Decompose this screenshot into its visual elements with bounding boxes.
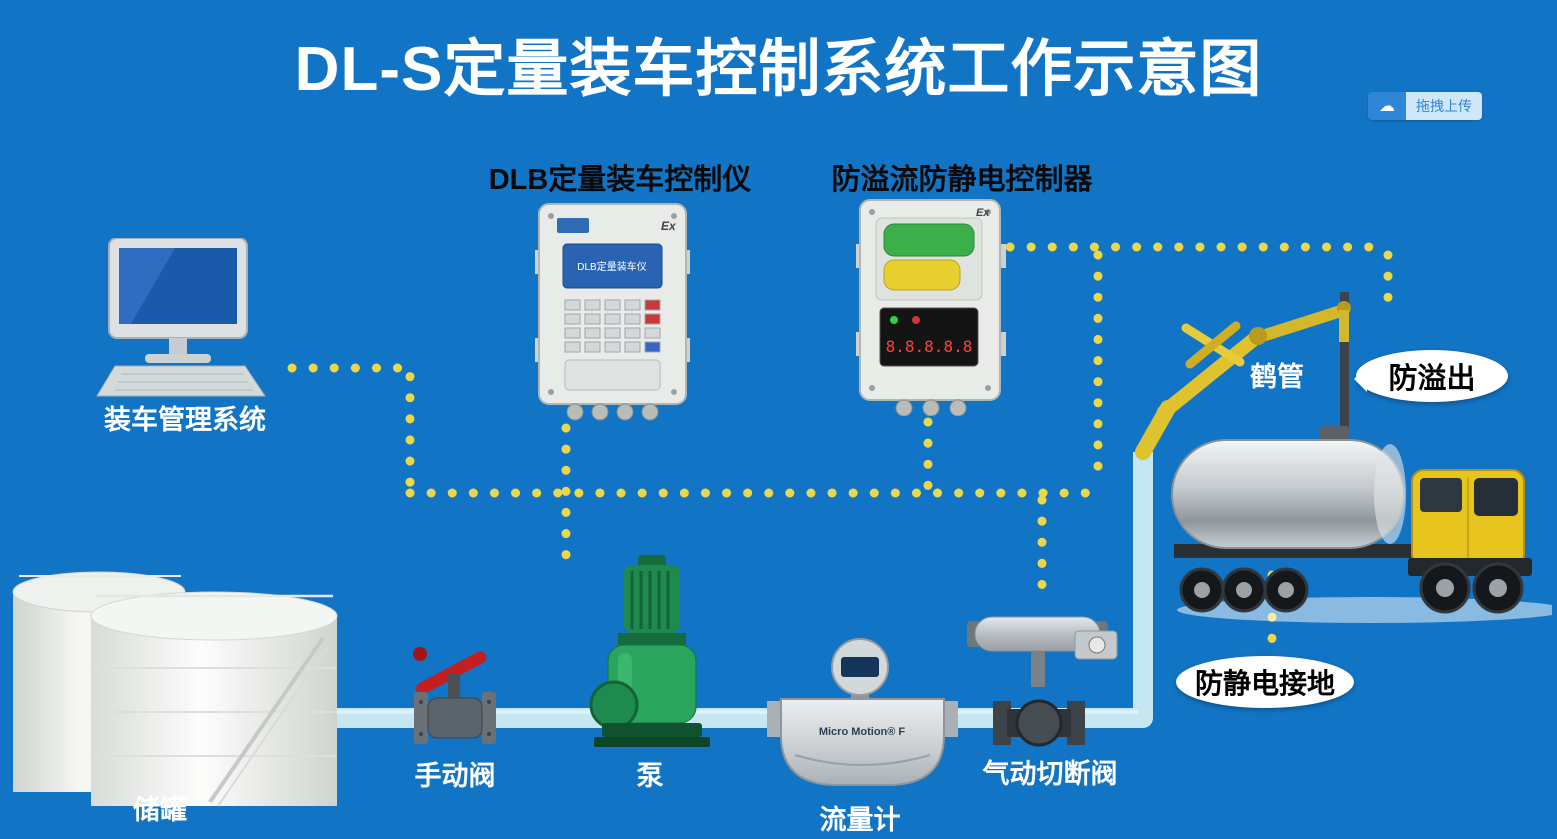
positioner-dial	[1088, 636, 1106, 654]
upload-badge-label: 拖拽上传	[1406, 92, 1482, 120]
transmitter-display	[841, 657, 879, 677]
red-led	[912, 316, 920, 324]
pump-base	[602, 723, 702, 737]
flange-left	[767, 701, 783, 737]
monitor-base	[145, 354, 211, 363]
green-button[interactable]	[883, 223, 975, 257]
tank-front-roof	[90, 591, 338, 641]
windshield	[1474, 478, 1518, 516]
terminal-cover	[564, 359, 661, 391]
trailer-tank	[1171, 439, 1405, 549]
flange-left	[993, 701, 1011, 745]
motor	[624, 565, 680, 633]
storage-tanks	[5, 550, 350, 810]
keyboard	[96, 365, 266, 397]
label-storage-tank: 储罐	[133, 795, 187, 825]
label-flow-meter: 流量计	[819, 805, 901, 835]
label-loading-arm: 鹤管	[1250, 362, 1304, 392]
valve-stem	[1031, 651, 1045, 687]
green-led	[890, 316, 898, 324]
tank-truck	[1162, 418, 1552, 628]
flange-left	[414, 692, 428, 744]
callout-tail	[1341, 366, 1367, 392]
motor-cap	[638, 555, 666, 567]
valve-body	[427, 697, 483, 739]
label-dlb-controller: DLB定量装车控制仪	[488, 164, 752, 196]
pump	[580, 555, 720, 760]
brand-text: Micro Motion® F	[819, 726, 906, 738]
dlb-screen-text: DLB定量装车仪	[577, 260, 646, 273]
overflow-callout: 防溢出	[1354, 350, 1508, 402]
cloud-icon: ☁	[1368, 92, 1406, 120]
pump-neck	[618, 633, 686, 645]
dlb-controller-box: Ex DLB定量装车仪	[535, 198, 690, 423]
wheels	[1179, 562, 1524, 614]
signal-controller-to-arm	[1005, 242, 1393, 305]
label-computer: 装车管理系统	[104, 405, 266, 435]
label-pump: 泵	[636, 761, 664, 791]
cable-glands	[895, 399, 967, 416]
brand-logo	[557, 218, 589, 233]
label-pneumatic-valve: 气动切断阀	[982, 759, 1118, 789]
tank-stairs	[208, 636, 325, 804]
ex-mark: Ex	[976, 207, 990, 219]
display-panel	[879, 307, 979, 367]
dlb-screen	[562, 243, 663, 289]
upload-badge[interactable]: ☁ 拖拽上传	[1368, 92, 1482, 120]
product-pipe	[298, 452, 1153, 728]
yellow-button[interactable]	[883, 259, 961, 291]
overflow-controller-box: Ex 8.8.8.8.8	[856, 196, 1006, 416]
manual-valve	[398, 640, 513, 755]
flange-right	[1067, 701, 1085, 745]
grounding-callout: 防静电接地	[1176, 656, 1354, 708]
meter-body	[780, 698, 945, 786]
flange-right	[942, 701, 958, 737]
valve-stem	[448, 674, 460, 700]
page-title: DL-S定量装车控制系统工作示意图	[294, 35, 1263, 104]
management-computer	[95, 238, 270, 403]
cable-glands	[566, 403, 659, 421]
ex-mark: Ex	[661, 219, 677, 233]
arm-support-pole	[1340, 292, 1349, 460]
pneumatic-valve	[955, 605, 1145, 765]
flange-right	[482, 692, 496, 744]
side-window	[1420, 478, 1462, 512]
screen-glare	[119, 248, 175, 324]
signal-lines	[287, 242, 1393, 655]
grounding-callout-text: 防静电接地	[1194, 668, 1335, 699]
monitor-stand	[169, 338, 187, 354]
inlet-flange	[589, 680, 639, 730]
valve-lever[interactable]	[414, 649, 489, 696]
label-manual-valve: 手动阀	[414, 761, 496, 791]
dlb-keypad[interactable]	[564, 299, 661, 353]
signal-computer-to-bus	[287, 363, 415, 493]
display-digits: 8.8.8.8.8	[886, 337, 973, 356]
label-overflow-controller: 防溢流防静电控制器	[831, 164, 1093, 196]
flow-meter: Micro Motion® F	[765, 635, 960, 810]
loading-arm	[1135, 292, 1351, 460]
overflow-callout-text: 防溢出	[1388, 363, 1476, 395]
